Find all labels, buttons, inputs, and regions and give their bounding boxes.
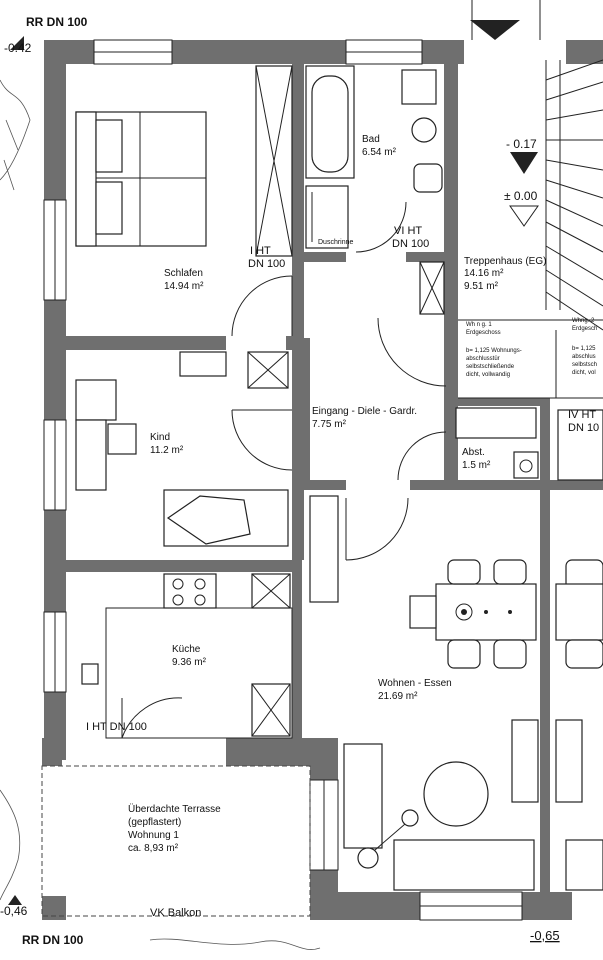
- level-top-left: -0.42: [4, 41, 32, 55]
- room-area-kueche: 9.36 m²: [172, 657, 207, 668]
- rr-top-label: RR DN 100: [26, 15, 88, 29]
- door-swings: [121, 201, 447, 739]
- room-area-treppenhaus-1: 14.16 m²: [464, 268, 504, 279]
- level-bottom-right: -0,65: [530, 928, 560, 943]
- pipe-duschrinne: Duschrinne: [318, 239, 354, 246]
- vk-balkon-label: VK Balkon: [150, 907, 201, 919]
- svg-text:abschlusstür: abschlusstür: [466, 356, 500, 362]
- room-name-wohnen: Wohnen - Essen: [378, 678, 452, 689]
- pipe-vi-ht-2: DN 100: [392, 238, 429, 250]
- rr-bottom-label: RR DN 100: [22, 933, 84, 947]
- terrace-line-4: ca. 8,93 m²: [128, 843, 179, 854]
- kitchen-furniture: [81, 573, 291, 737]
- level-stair-2: ± 0.00: [504, 189, 538, 203]
- svg-text:Erdgesch: Erdgesch: [572, 326, 597, 332]
- room-area-bad: 6.54 m²: [362, 147, 397, 158]
- stairs: [458, 0, 603, 399]
- shower: [305, 185, 349, 249]
- room-name-abst: Abst.: [462, 447, 485, 458]
- svg-text:selbstschließende: selbstschließende: [466, 364, 515, 370]
- living-furniture: [309, 409, 603, 891]
- pipe-iht-bed-2: DN 100: [248, 258, 285, 270]
- landscaping-sketch: [0, 79, 321, 950]
- wardrobe: [255, 65, 293, 257]
- room-name-bad: Bad: [362, 134, 380, 145]
- room-area-treppenhaus-2: 9.51 m²: [464, 281, 499, 292]
- level-bottom-left: -0,46: [0, 904, 28, 918]
- terrace-line-2: (gepflastert): [128, 817, 181, 828]
- room-area-kind: 11.2 m²: [150, 445, 184, 456]
- windows: [43, 39, 523, 921]
- pipe-iv-ht-1: IV HT: [568, 409, 596, 421]
- bathroom-fixtures: [401, 69, 443, 193]
- svg-text:dicht, vol: dicht, vol: [572, 370, 596, 376]
- room-name-kueche: Küche: [172, 644, 201, 655]
- svg-text:b= 1,125 Wohnungs-: b= 1,125 Wohnungs-: [466, 348, 522, 354]
- pipe-iht-bed-1: I HT: [250, 245, 271, 257]
- svg-text:dicht, vollwandig: dicht, vollwandig: [466, 372, 510, 378]
- pipe-iv-ht-2: DN 10: [568, 422, 599, 434]
- note-wohnung-2: Whng. 2 Erdgesch b= 1,125 abschlus selbs…: [572, 318, 597, 376]
- pipe-vi-ht-1: VI HT: [394, 225, 422, 237]
- room-name-kind: Kind: [150, 432, 170, 443]
- svg-text:Erdgeschoss: Erdgeschoss: [466, 330, 501, 336]
- terrace-line-3: Wohnung 1: [128, 830, 179, 841]
- level-stair-1: - 0.17: [506, 137, 537, 151]
- pipe-i-ht-kueche: I HT DN 100: [86, 721, 147, 733]
- room-name-treppenhaus: Treppenhaus (EG): [464, 256, 546, 267]
- room-area-schlafen: 14.94 m²: [164, 281, 204, 292]
- note-wohnung-1: Wh n g. 1 Erdgeschoss b= 1,125 Wohnungs-…: [466, 322, 522, 378]
- svg-text:b= 1,125: b= 1,125: [572, 346, 596, 352]
- room-name-schlafen: Schlafen: [164, 268, 203, 279]
- double-bed: [75, 111, 207, 247]
- terrace-outline: [41, 765, 311, 917]
- terrace-line-1: Überdachte Terrasse: [128, 803, 221, 815]
- svg-text:abschlus: abschlus: [572, 354, 596, 360]
- interior-walls: [66, 60, 603, 920]
- abstellraum-fixtures: [419, 261, 539, 479]
- room-area-wohnen: 21.69 m²: [378, 691, 418, 702]
- annotations: RR DN 100 -0.42 -0,46 RR DN 100 -0,65 VK…: [0, 15, 599, 947]
- room-area-eingang: 7.75 m²: [312, 419, 347, 430]
- bathtub: [305, 65, 355, 179]
- room-name-eingang: Eingang - Diele - Gardr.: [312, 406, 417, 417]
- svg-text:selbstsch: selbstsch: [572, 362, 597, 368]
- room-area-abst: 1.5 m²: [462, 460, 491, 471]
- kind-furniture: [75, 351, 289, 547]
- svg-text:Whng. 2: Whng. 2: [572, 318, 595, 324]
- svg-text:Wh n g. 1: Wh n g. 1: [466, 322, 492, 328]
